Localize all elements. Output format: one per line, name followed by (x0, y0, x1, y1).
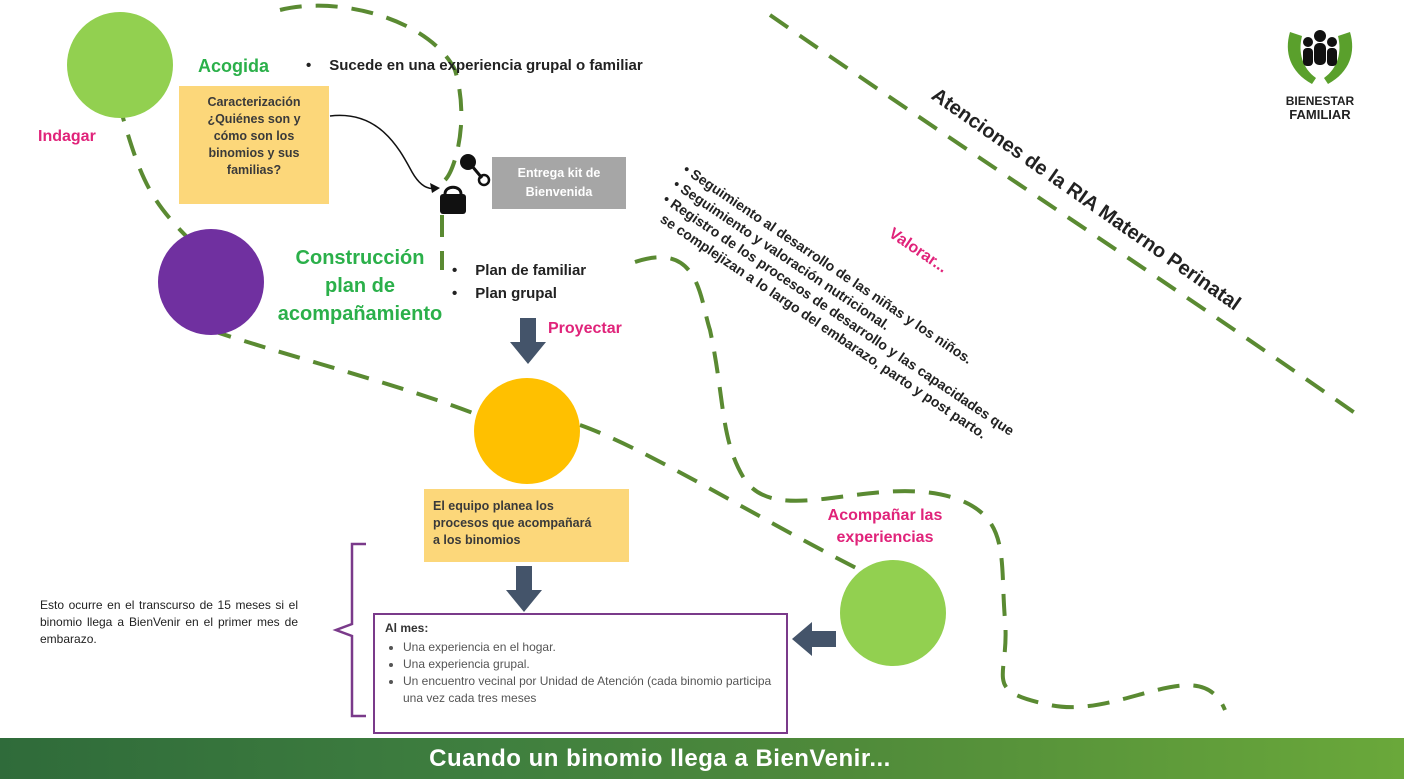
kit-line: Bienvenida (525, 185, 593, 199)
bag-icon (440, 185, 466, 214)
caracterizacion-box: Caracterización ¿Quiénes son y cómo son … (179, 86, 329, 204)
kit-line: Entrega kit de (517, 166, 601, 180)
dashed-path-yellow-to-green (579, 423, 871, 577)
caracterizacion-line: ¿Quiénes son y (207, 112, 301, 126)
caracterizacion-line: Caracterización (207, 95, 301, 109)
indagar-label: Indagar (38, 128, 96, 145)
month-list: Una experiencia en el hogar. Una experie… (385, 639, 776, 707)
construccion-title: Construcción plan de acompañamiento (250, 244, 470, 328)
caracterizacion-line: familias? (226, 163, 282, 177)
acogida-bullet-text: Sucede en una experiencia grupal o famil… (329, 57, 643, 74)
bullet-dot: • (452, 262, 458, 279)
acogida-title: Acogida (198, 56, 270, 76)
left-brace (332, 542, 366, 718)
dashed-path-purple-to-yellow (209, 328, 491, 422)
indagar-circle (67, 12, 173, 118)
dashed-path-diagonal-right (768, 13, 1367, 422)
month-item: Una experiencia grupal. (403, 656, 776, 673)
construccion-line: acompañamiento (277, 303, 443, 325)
down-arrow-icon (510, 318, 546, 364)
month-item: Un encuentro vecinal por Unidad de Atenc… (403, 673, 776, 707)
acompanar-label: Acompañar las experiencias (800, 505, 970, 549)
kit-box: Entrega kit de Bienvenida (492, 157, 626, 209)
family-hands-icon (1287, 30, 1353, 84)
down-arrow-icon (506, 566, 542, 612)
construccion-line: plan de (324, 275, 395, 297)
month-box: Al mes: Una experiencia en el hogar. Una… (373, 613, 788, 734)
side-note: Esto ocurre en el transcurso de 15 meses… (40, 598, 298, 646)
footer-title: Cuando un binomio llega a BienVenir... (429, 745, 891, 772)
logo-line: FAMILIAR (1289, 107, 1351, 122)
month-item: Una experiencia en el hogar. (403, 639, 776, 656)
acompanar-line: experiencias (836, 529, 934, 546)
bienestar-logo: BIENESTAR FAMILIAR (1280, 22, 1360, 132)
acogida-bullet: • Sucede en una experiencia grupal o fami… (306, 57, 643, 74)
equipo-line: El equipo planea los (433, 499, 554, 513)
caracterizacion-line: cómo son los (213, 129, 295, 143)
logo-line: BIENESTAR (1285, 94, 1355, 108)
bullet-dot: • (452, 285, 458, 302)
month-heading: Al mes: (385, 621, 429, 635)
proyectar-circle (474, 378, 580, 484)
dashed-path-top-left (116, 99, 192, 242)
plan-bullet-text: Plan grupal (475, 285, 557, 302)
footer-bar (0, 738, 1404, 779)
plan-bullet-text: Plan de familiar (475, 262, 587, 279)
construccion-line: Construcción (295, 247, 425, 269)
acompanar-circle (840, 560, 946, 666)
construccion-circle (158, 229, 264, 335)
dashed-path-top-arc (279, 3, 464, 182)
acompanar-line: Acompañar las (827, 507, 943, 524)
equipo-box: El equipo planea los procesos que acompa… (424, 489, 629, 562)
equipo-line: procesos que acompañará (433, 516, 592, 530)
rattle-icon (460, 154, 491, 187)
bullet-dot: • (306, 57, 312, 74)
dashed-path-right-winding (634, 255, 1227, 711)
proyectar-label: Proyectar (548, 320, 622, 337)
left-arrow-icon (792, 622, 836, 656)
equipo-line: a los binomios (433, 533, 521, 547)
plan-bullet: • Plan grupal (452, 285, 557, 302)
caracterizacion-line: binomios y sus (208, 146, 300, 160)
plan-bullet: • Plan de familiar (452, 262, 586, 279)
